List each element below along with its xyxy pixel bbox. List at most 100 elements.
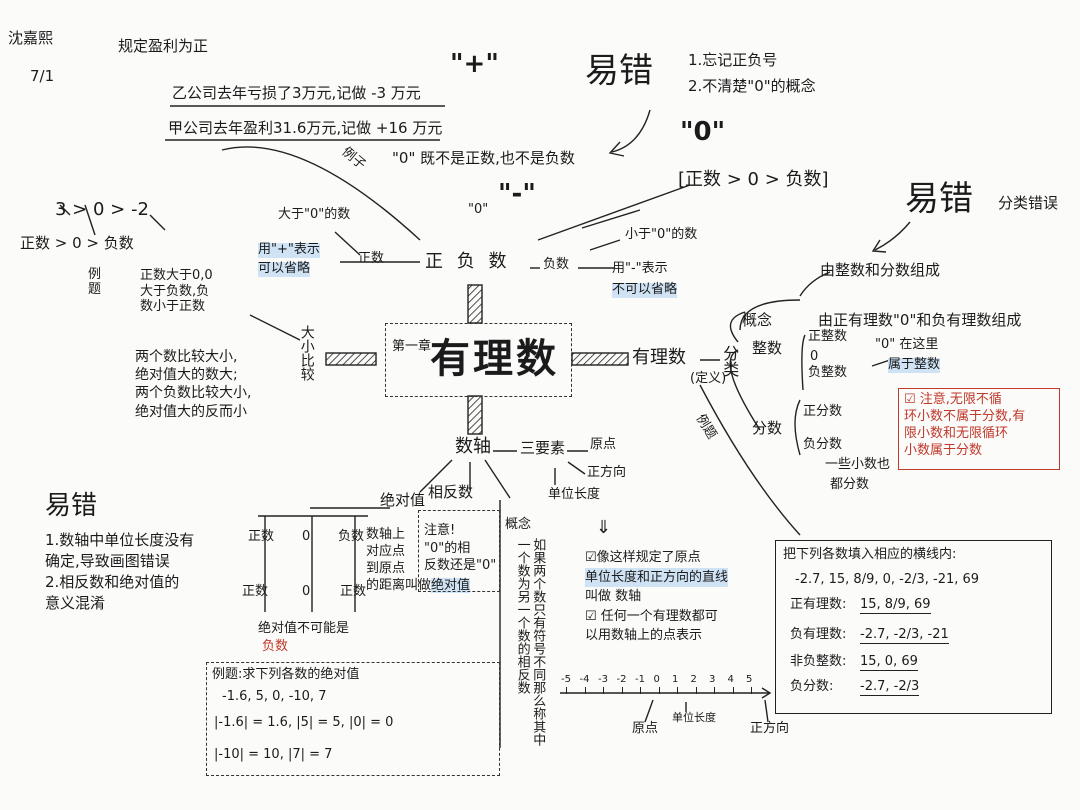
axis-def-1: ☑像这样规定了原点 bbox=[585, 550, 701, 565]
abs-pos: 正数 bbox=[248, 529, 275, 544]
abs-desc-5: 绝对值 bbox=[431, 577, 471, 593]
posint-label: 正整数 bbox=[808, 329, 848, 344]
note-box bbox=[898, 388, 1060, 470]
number-line-tick bbox=[640, 687, 641, 694]
posneg-node: 正 负 数 bbox=[425, 251, 511, 272]
opposite-definition: 如果两个数只有符号不同那么称其中一个数为另一个数的相反数 bbox=[514, 538, 546, 746]
axis-def: ☑像这样规定了原点 单位长度和正方向的直线 叫做 数轴 ☑ 任何一个有理数都可 … bbox=[585, 548, 729, 646]
number-line-tick-label: 5 bbox=[746, 674, 753, 685]
plus-rule: 用"+"表示 bbox=[258, 242, 320, 258]
number-line-tick-label: 1 bbox=[672, 674, 679, 685]
left-mistake-1: 1.数轴中单位长度没有 bbox=[45, 531, 195, 549]
compare-note: 正数大于0,0 大于负数,负 数小于正数 bbox=[140, 268, 213, 315]
origin-element: 原点 bbox=[590, 437, 617, 452]
abs-neg2: 正数 bbox=[340, 584, 367, 599]
compare-side: 例题 bbox=[88, 267, 102, 297]
number-line-tick bbox=[566, 687, 567, 694]
number-line-tick-label: 2 bbox=[690, 674, 697, 685]
number-line-tick-label: 4 bbox=[727, 674, 734, 685]
compose-2: 由正有理数"0"和负有理数组成 bbox=[818, 311, 1022, 329]
axis-def-5: 以用数轴上的点表示 bbox=[585, 628, 703, 643]
note-line-3: 限小数和无限循环 bbox=[904, 425, 1009, 441]
down-arrow: ⇓ bbox=[596, 517, 612, 538]
compare-rule-2: 绝对值大的数大; bbox=[135, 367, 238, 384]
worked-title: 例题:求下列各数的绝对值 bbox=[212, 667, 360, 682]
compare-line-1: 3 > 0 > -2 bbox=[55, 199, 149, 220]
compare-rule-1: 两个数比较大小, bbox=[135, 349, 238, 365]
negfrac-label: 负分数 bbox=[803, 437, 843, 452]
compare-rule-4: 绝对值大的反而小 bbox=[135, 403, 247, 420]
compose-1: 由整数和分数组成 bbox=[820, 261, 941, 279]
axis-node: 数轴 bbox=[455, 436, 491, 457]
abs-zero2: 0 bbox=[302, 584, 311, 599]
posdir-element: 正方向 bbox=[587, 465, 627, 480]
abs-desc-2: 对应点 bbox=[366, 543, 406, 559]
number-line-tick-label: -5 bbox=[561, 674, 571, 685]
top-mistake-1: 1.忘记正负号 bbox=[688, 51, 778, 69]
integer-label: 整数 bbox=[752, 339, 783, 357]
worked-nums: -1.6, 5, 0, -10, 7 bbox=[222, 689, 327, 704]
opposite-note-box bbox=[418, 510, 500, 592]
unit-element: 单位长度 bbox=[548, 487, 601, 502]
minus-rule: 用"-"表示 bbox=[612, 261, 668, 276]
fill-box bbox=[775, 540, 1052, 714]
worked-r2: |-10| = 10, |7| = 7 bbox=[214, 747, 333, 762]
right-mistakes-sub: 分类错误 bbox=[998, 194, 1059, 212]
neg-branch-label: 负数 bbox=[543, 257, 570, 272]
classify-label: 分类 bbox=[720, 345, 740, 377]
note-line-1: ☑ 注意,无限不循 bbox=[904, 392, 1002, 407]
left-mistake-2: 确定,导致画图错误 bbox=[45, 552, 170, 570]
zero-sign-small: "0" bbox=[468, 202, 489, 217]
plus-sign: "+" bbox=[450, 49, 499, 79]
number-line-tick bbox=[714, 687, 715, 694]
compare-rules: 两个数比较大小, 绝对值大的数大; 两个负数比较大小, 绝对值大的反而小 bbox=[135, 348, 251, 421]
axis-unit-label: 单位长度 bbox=[672, 711, 716, 724]
negint-label: 负整数 bbox=[808, 365, 848, 380]
abs-desc-1: 数轴上 bbox=[366, 527, 406, 542]
zero-note: "0" 既不是正数,也不是负数 bbox=[392, 149, 575, 167]
center-title: 有理数 bbox=[430, 336, 559, 382]
gt-zero-text: 大于"0"的数 bbox=[278, 207, 351, 222]
lt-zero-text: 小于"0"的数 bbox=[625, 227, 698, 242]
belongs-integer: 属于整数 bbox=[888, 357, 941, 373]
fill-r4-value: -2.7, -2/3 bbox=[860, 679, 920, 696]
decimal-note: 一些小数也 bbox=[825, 457, 891, 472]
worked-box bbox=[206, 662, 500, 776]
compare-rule-3: 两个负数比较大小, bbox=[135, 385, 252, 402]
number-line-tick bbox=[751, 687, 752, 694]
abs-desc-3: 到原点 bbox=[366, 560, 406, 576]
abs-neg: 负数 bbox=[338, 529, 365, 544]
opposite-title: 相反数 bbox=[428, 483, 474, 501]
fill-title: 把下列各数填入相应的横线内: bbox=[783, 547, 957, 562]
order-text: [正数 > 0 > 负数] bbox=[678, 169, 829, 190]
center-box bbox=[385, 323, 572, 397]
top-mistakes-title: 易错 bbox=[585, 51, 653, 91]
number-line-tick bbox=[603, 687, 604, 694]
left-mistakes-title: 易错 bbox=[45, 491, 98, 521]
zero-here: "0" 在这里 bbox=[875, 337, 939, 352]
number-line-tick bbox=[658, 687, 660, 694]
three-elements: 三要素 bbox=[520, 439, 566, 457]
axis-def-4: ☑ 任何一个有理数都可 bbox=[585, 608, 718, 624]
number-line-tick bbox=[695, 687, 697, 694]
minus-noomit: 不可以省略 bbox=[612, 282, 678, 298]
int-zero-label: 0 bbox=[810, 349, 819, 364]
left-mistakes-list: 1.数轴中单位长度没有 确定,导致画图错误 2.相反数和绝对值的 意义混淆 bbox=[45, 530, 194, 614]
chapter-label: 第一章 bbox=[392, 339, 432, 354]
compare-line-2: 正数 > 0 > 负数 bbox=[20, 234, 134, 252]
worked-r1: |-1.6| = 1.6, |5| = 5, |0| = 0 bbox=[214, 715, 394, 730]
pos-branch-label: 正数 bbox=[358, 251, 385, 266]
number-line-tick-label: -1 bbox=[635, 674, 645, 685]
fraction-label: 分数 bbox=[752, 419, 783, 437]
fill-r1-value: 15, 8/9, 69 bbox=[860, 597, 931, 614]
opposite-note-1: 注意! bbox=[424, 523, 456, 538]
rational-def: (定义) bbox=[690, 371, 727, 386]
number-line-tick bbox=[584, 687, 586, 694]
number-line-tick-label: -3 bbox=[598, 674, 608, 685]
decimal-isfrac: 都分数 bbox=[830, 477, 870, 492]
abs-desc: 数轴上 对应点 到原点 的距离叫做绝对值 bbox=[366, 527, 471, 595]
left-mistake-3: 2.相反数和绝对值的 bbox=[45, 573, 180, 591]
opposite-note-2: "0"的相 bbox=[424, 540, 471, 556]
axis-origin-label: 原点 bbox=[632, 721, 659, 736]
